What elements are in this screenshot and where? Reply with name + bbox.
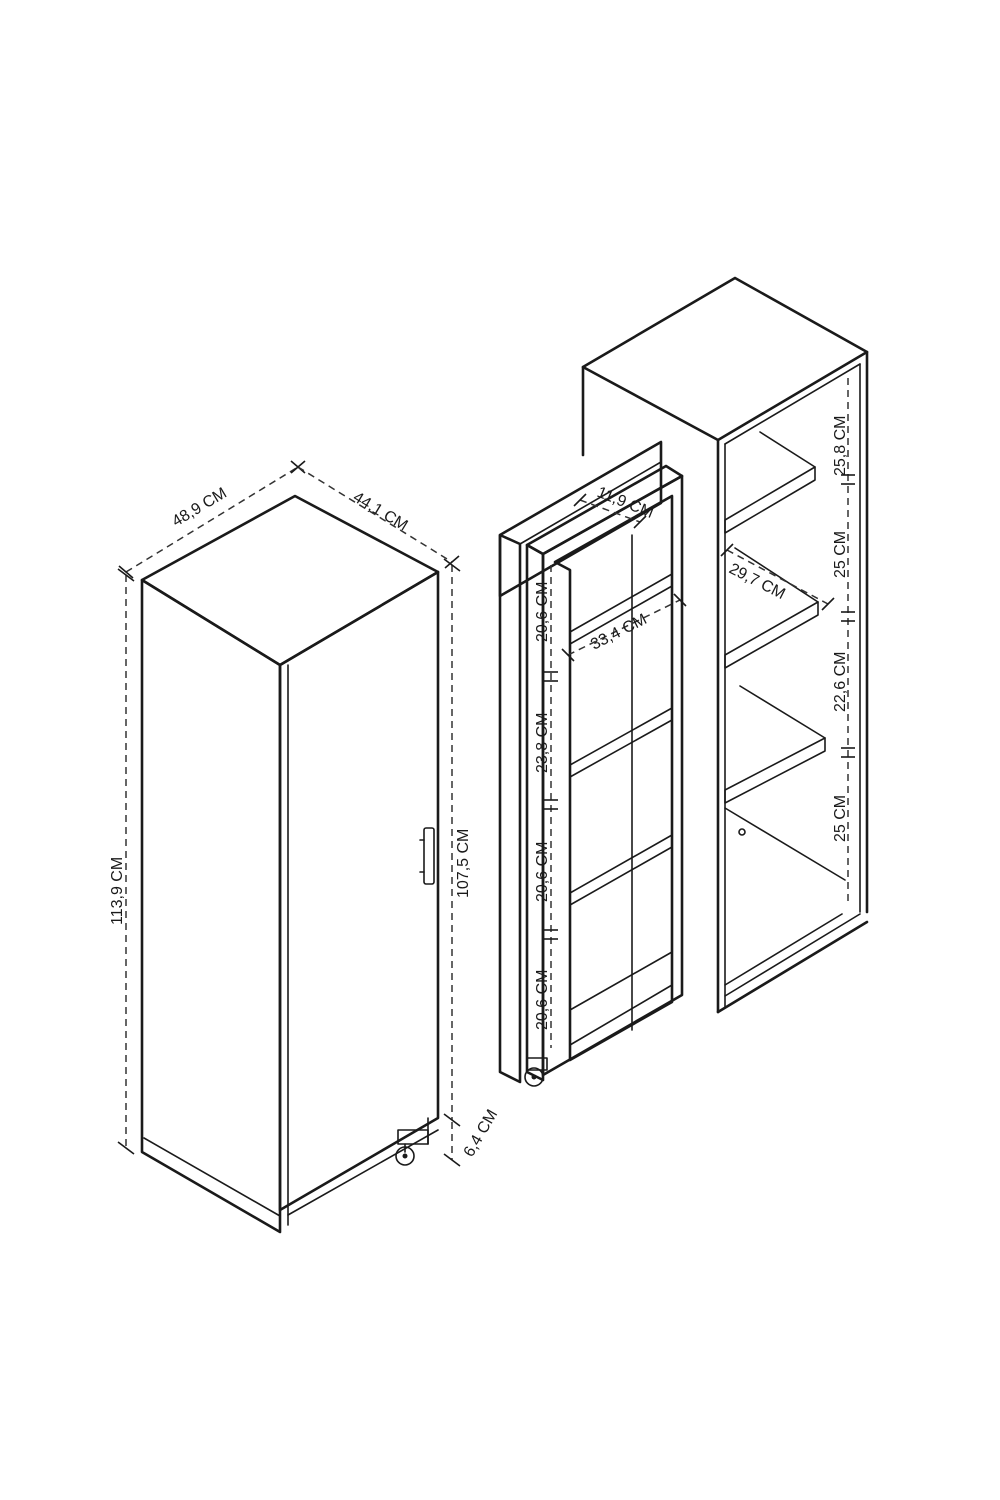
total-height-label: 113,9 CM [109,857,126,925]
wheel-height-dimension: 6,4 CM [443,1107,502,1167]
width-dimension: 48,9 CM [118,460,306,579]
pullout-shelf [569,834,673,906]
side-gap-label-1: 25,8 CM [832,416,849,476]
side-shelf-depth-dimension: 29,7 CM [720,543,835,611]
depth-dimension: 44,1 CM [290,460,460,569]
cabinet-front-door [140,578,282,1234]
closed-cabinet: 48,9 CM 44,1 CM 113,9 CM 107,5 CM 6,4 C [109,460,502,1234]
side-gap-label-2: 25 CM [832,531,849,578]
door-handle-icon [419,827,435,885]
pullout-gap-label-2: 23,8 CM [534,713,551,773]
pullout-gap-label-3: 20,6 CM [534,842,551,902]
pullout-gap-label-4: 20,6 CM [534,970,551,1030]
body-height-label: 107,5 CM [455,829,472,898]
pullout-door-front [498,533,522,1084]
body-height-dimension: 107,5 CM [443,558,472,1127]
side-gap-dimensions: 25,8 CM 25 CM 22,6 CM 25 CM [832,378,855,905]
side-gap-label-3: 22,6 CM [832,652,849,712]
pullout-door-top [498,440,663,598]
wheel-height-label: 6,4 CM [461,1107,502,1160]
side-shelf [724,431,816,534]
total-height-dimension: 113,9 CM [109,568,135,1155]
side-shelf [724,547,819,669]
width-label: 48,9 CM [169,485,230,531]
pullout-shelf [569,573,673,645]
caster-wheel-icon [395,1117,429,1166]
side-shelf-depth-label: 29,7 CM [726,560,788,603]
pullout-shelf [569,707,673,801]
pullout-gap-dimensions: 20,6 CM 23,8 CM 20,6 CM 20,6 CM [534,565,558,1048]
pullout-shelf-width-dimension: 33,4 CM [561,593,687,662]
pullout-gap-label-1: 20,6 CM [534,582,551,642]
side-gap-label-4: 25 CM [832,795,849,842]
side-shelf [724,685,826,804]
pullout-unit: 11,9 CM 33,4 CM 20,6 CM 23,8 CM 20,6 CM … [498,440,687,1087]
cabinet-side-panel [278,570,440,1212]
pullout-caster-icon [524,1057,548,1087]
side-shelving-frame: 29,7 CM 25,8 CM 25 CM 22,6 CM 25 CM [581,276,869,1014]
depth-label: 44,1 CM [350,489,411,535]
